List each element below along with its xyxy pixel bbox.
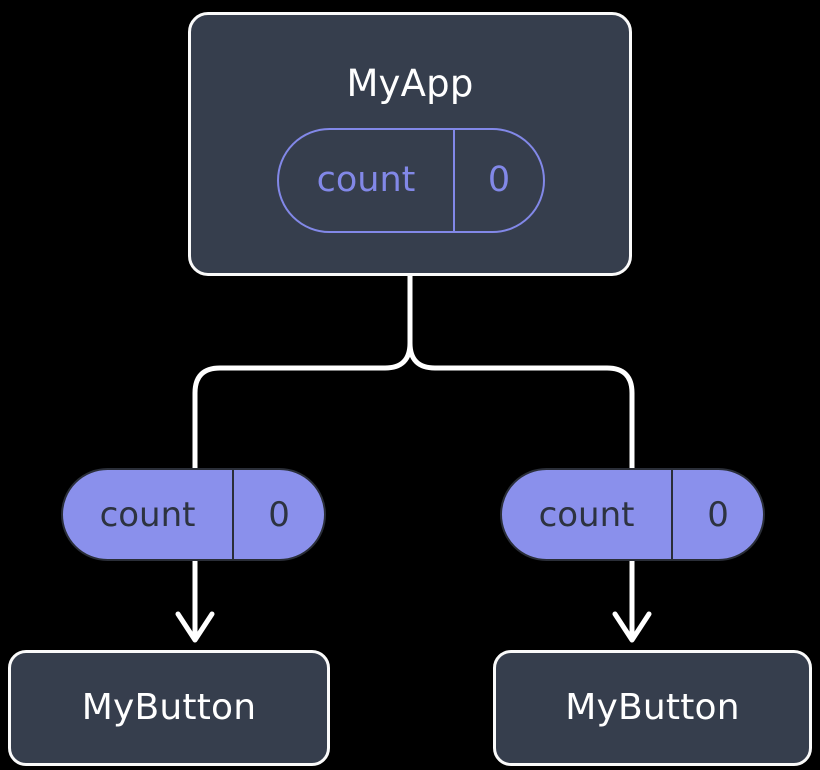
- state-pill-root-value: 0: [453, 130, 543, 231]
- state-pill-leaf-right[interactable]: count 0: [500, 468, 765, 561]
- state-pill-leaf-left[interactable]: count 0: [61, 468, 326, 561]
- component-node-mybutton-left[interactable]: MyButton: [8, 650, 330, 766]
- component-node-mybutton-right[interactable]: MyButton: [493, 650, 812, 766]
- component-title-mybutton-right: MyButton: [565, 687, 740, 728]
- state-pill-root[interactable]: count 0: [277, 128, 545, 233]
- component-title-myapp: MyApp: [346, 62, 474, 105]
- state-pill-leaf-left-key: count: [99, 494, 196, 535]
- state-pill-leaf-right-key: count: [538, 494, 635, 535]
- arrow-head-left-icon: [175, 611, 215, 643]
- connector-root-to-left-state: [192, 273, 413, 473]
- arrow-head-right-icon: [612, 611, 652, 643]
- component-title-mybutton-left: MyButton: [81, 687, 257, 728]
- state-pill-leaf-right-value: 0: [671, 470, 763, 559]
- state-pill-root-key: count: [316, 160, 416, 200]
- state-pill-leaf-left-value: 0: [232, 470, 324, 559]
- connector-root-to-right-state: [407, 273, 635, 473]
